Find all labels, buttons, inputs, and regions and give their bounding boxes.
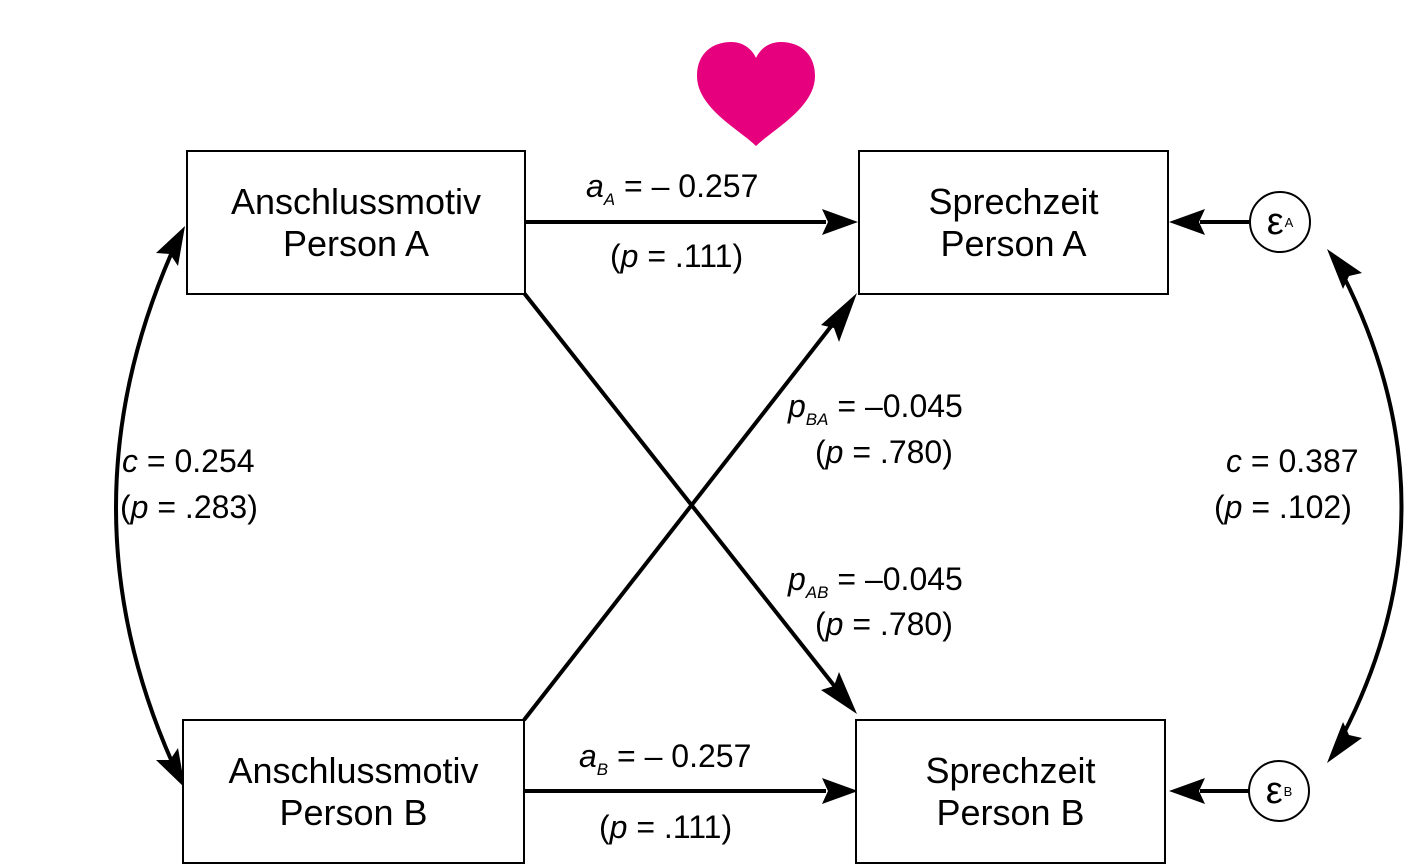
- p-symbol: p: [825, 606, 844, 642]
- covariance-left: [114, 251, 174, 763]
- node-label-line1: Anschlussmotiv: [230, 180, 482, 222]
- arrowhead-cov-left-bottom: [156, 748, 185, 788]
- arrowhead-cov-right-bottom: [1327, 722, 1362, 763]
- coef-value: = – 0.257: [617, 738, 752, 774]
- p-value: = .102): [1242, 489, 1352, 525]
- arrowhead-p-AB: [821, 672, 857, 714]
- label-a-A: aA = – 0.257: [586, 166, 758, 220]
- edge-p-AB: [522, 291, 838, 690]
- p-symbol: p: [609, 809, 628, 845]
- coef-subscript: AB: [805, 583, 829, 602]
- coef-symbol: a: [586, 168, 604, 204]
- arrowhead-a-A: [822, 209, 858, 235]
- paren-open: (: [815, 606, 826, 642]
- label-a-B-p: (p = .111): [599, 807, 732, 847]
- edge-p-BA: [522, 318, 838, 722]
- label-a-A-p: (p = .111): [610, 236, 743, 276]
- covariance-right: [1341, 274, 1404, 736]
- arrowhead-error-B: [1169, 778, 1205, 804]
- coef-symbol: a: [579, 738, 597, 774]
- coef-symbol: c: [1226, 443, 1242, 479]
- coef-subscript: BA: [805, 410, 829, 429]
- error-subscript: B: [1283, 783, 1293, 799]
- label-cov-right-p: (p = .102): [1214, 487, 1352, 527]
- node-motive-person-b: Anschlussmotiv Person B: [182, 719, 525, 864]
- node-motive-person-a: Anschlussmotiv Person A: [186, 150, 526, 295]
- coef-value: = – 0.257: [624, 168, 759, 204]
- paren-open: (: [1214, 489, 1225, 525]
- coef-symbol: p: [788, 561, 806, 597]
- node-label-line1: Sprechzeit: [925, 749, 1096, 791]
- error-symbol: ε: [1266, 201, 1284, 243]
- error-symbol: ε: [1265, 770, 1283, 812]
- coef-value: = –0.045: [837, 388, 963, 424]
- label-a-B: aB = – 0.257: [579, 736, 751, 790]
- p-symbol: p: [825, 434, 844, 470]
- node-speech-person-b: Sprechzeit Person B: [855, 719, 1166, 864]
- node-speech-person-a: Sprechzeit Person A: [858, 150, 1169, 295]
- heart-icon: [697, 42, 815, 146]
- error-subscript: A: [1284, 214, 1294, 230]
- coef-subscript: B: [596, 760, 609, 779]
- p-value: = .780): [843, 606, 953, 642]
- node-label-line2: Person B: [936, 791, 1085, 833]
- node-label-line2: Person A: [940, 222, 1087, 264]
- node-label-line1: Anschlussmotiv: [228, 749, 479, 791]
- paren-open: (: [610, 238, 621, 274]
- coef-symbol: c: [122, 443, 138, 479]
- paren-open: (: [599, 809, 610, 845]
- arrowhead-p-BA: [821, 293, 857, 342]
- paren-open: (: [120, 489, 131, 525]
- p-symbol: p: [1224, 489, 1243, 525]
- coef-value: = –0.045: [837, 561, 963, 597]
- label-p-BA: pBA = –0.045: [788, 386, 963, 440]
- label-p-BA-p: (p = .780): [815, 432, 953, 472]
- p-symbol: p: [130, 489, 149, 525]
- node-label-line2: Person B: [279, 791, 428, 833]
- p-value: = .111): [627, 809, 733, 845]
- p-value: = .283): [148, 489, 258, 525]
- coef-value: = 0.254: [138, 443, 255, 479]
- coef-subscript: A: [603, 190, 616, 209]
- p-value: = .111): [638, 238, 744, 274]
- arrowhead-error-A: [1169, 209, 1205, 235]
- label-p-AB: pAB = –0.045: [788, 559, 963, 613]
- label-p-AB-p: (p = .780): [815, 604, 953, 644]
- coef-value: = 0.387: [1242, 443, 1359, 479]
- arrowhead-a-B: [822, 778, 858, 804]
- arrowhead-cov-right-top: [1327, 249, 1362, 289]
- label-cov-left-p: (p = .283): [120, 487, 258, 527]
- label-cov-left: c = 0.254: [122, 441, 255, 481]
- p-value: = .780): [843, 434, 953, 470]
- node-label-line1: Sprechzeit: [928, 180, 1099, 222]
- arrowhead-cov-left-top: [156, 226, 185, 266]
- node-label-line2: Person A: [282, 222, 430, 264]
- paren-open: (: [815, 434, 826, 470]
- label-cov-right: c = 0.387: [1226, 441, 1359, 481]
- coef-symbol: p: [788, 388, 806, 424]
- p-symbol: p: [620, 238, 639, 274]
